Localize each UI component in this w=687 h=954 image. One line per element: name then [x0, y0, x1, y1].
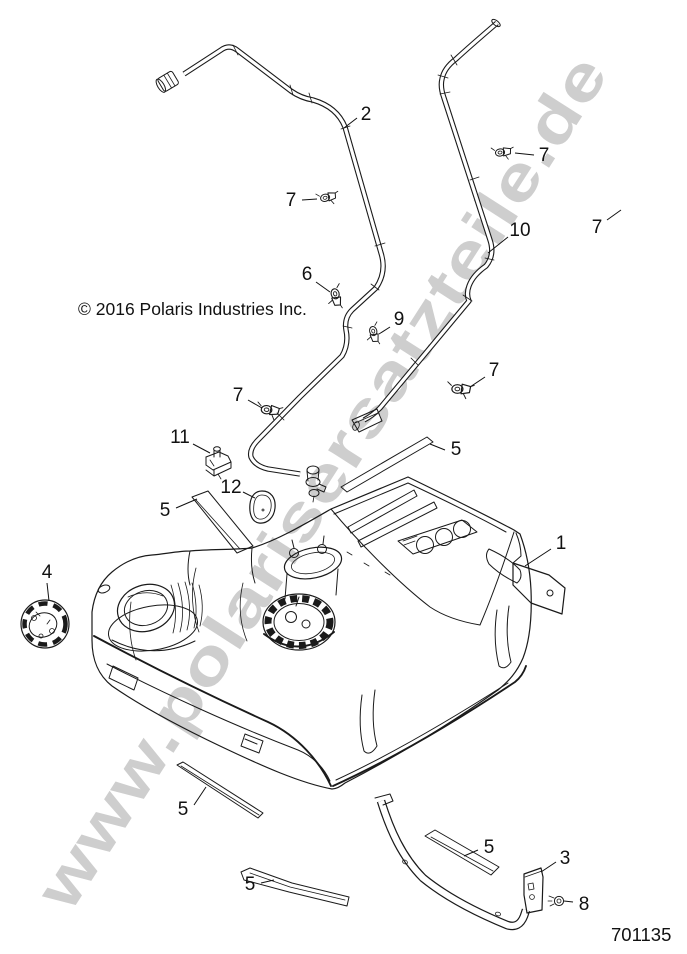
callout-2-leader [343, 117, 358, 129]
hose-clip-6 [323, 283, 347, 312]
fuel-supply-hose [155, 44, 386, 503]
callout-8-leader [563, 900, 574, 903]
fuel-tank-body [91, 476, 566, 790]
vent-hose [351, 18, 501, 433]
callout-7a-label: 7 [286, 190, 297, 211]
callout-5d: 5 [245, 874, 275, 895]
callout-5c: 5 [178, 786, 207, 820]
callout-5c-leader [193, 786, 207, 806]
callout-9-label: 9 [394, 309, 405, 330]
callout-5d-label: 5 [245, 874, 256, 895]
watermark-text: www.polarisersatzteile.de [22, 42, 622, 922]
strap-bolt [547, 895, 565, 907]
callout-7d-leader [469, 376, 486, 388]
seal-oring [249, 490, 276, 524]
callout-10-leader [487, 236, 509, 254]
mounting-bracket [205, 446, 232, 480]
hose-end-connector [155, 70, 179, 93]
callout-7c-leader [606, 209, 622, 221]
callout-5a-leader [429, 443, 446, 451]
callout-5a-label: 5 [451, 439, 462, 460]
callout-5b-leader [175, 498, 198, 509]
fuel-pump-flange [283, 535, 343, 600]
callout-7b-label: 7 [539, 145, 550, 166]
callout-11-leader [192, 443, 211, 454]
callout-11: 11 [170, 427, 211, 454]
callout-7e: 7 [233, 385, 263, 409]
foam-pad-5e [424, 829, 500, 876]
fuel-filler-neck [108, 581, 203, 652]
callout-7b-leader [514, 152, 535, 156]
tank-top-groove [357, 501, 438, 548]
callout-7d-label: 7 [489, 360, 500, 381]
tank-strap [374, 793, 544, 931]
callout-6-label: 6 [302, 264, 313, 285]
callout-7d: 7 [469, 360, 500, 388]
tank-warning-label [397, 519, 478, 555]
callout-7c-label: 7 [592, 217, 603, 238]
callout-4: 4 [42, 562, 53, 602]
callout-5b-label: 5 [160, 500, 171, 521]
callout-9: 9 [378, 309, 405, 335]
figure-part-number: 701135 [611, 924, 671, 945]
callout-8-label: 8 [579, 894, 590, 915]
copyright-text: © 2016 Polaris Industries Inc. [78, 299, 307, 319]
callout-5e-leader [463, 849, 479, 857]
callout-8: 8 [563, 894, 590, 915]
quick-connect-fitting [305, 465, 327, 503]
tank-top-groove [347, 489, 418, 534]
callout-1-label: 1 [556, 533, 567, 554]
callout-9-leader [378, 326, 391, 335]
callout-1-leader [524, 548, 552, 567]
callout-5e-label: 5 [484, 837, 495, 858]
callout-5e: 5 [463, 837, 495, 858]
callout-7a-leader [301, 198, 318, 201]
callouts-layer: 1 2 3 4 5 5 5 5 [42, 104, 622, 915]
callout-3: 3 [540, 848, 571, 873]
callout-7e-leader [247, 399, 263, 409]
callout-10-label: 10 [509, 220, 530, 241]
callout-3-label: 3 [560, 848, 571, 869]
callout-7a: 7 [286, 190, 318, 211]
vent-hose-spout [351, 408, 383, 433]
fuel-cap [20, 599, 70, 649]
callout-12-label: 12 [220, 477, 241, 498]
callout-4-label: 4 [42, 562, 53, 583]
callout-5b: 5 [160, 498, 198, 521]
foam-pad-5b [191, 490, 254, 554]
foam-pad-5d [240, 867, 350, 907]
callout-7b: 7 [514, 145, 550, 166]
hose-clip-7d [447, 381, 475, 400]
callout-6: 6 [302, 264, 331, 293]
hose-clip-7a [315, 187, 342, 209]
callout-2: 2 [343, 104, 372, 129]
callout-5a: 5 [429, 439, 462, 460]
callout-5c-label: 5 [178, 799, 189, 820]
tank-mount-flange [512, 562, 566, 615]
callout-12-leader [242, 491, 256, 499]
callout-11-label: 11 [170, 427, 190, 448]
callout-1: 1 [524, 533, 567, 567]
callout-6-leader [315, 281, 331, 293]
foam-pad-5c [176, 761, 264, 819]
vent-hose-top-end [491, 18, 501, 28]
callout-7c: 7 [592, 209, 622, 238]
foam-pad-5a [340, 436, 434, 493]
fuel-pump-lock-ring [262, 593, 336, 651]
callout-10: 10 [487, 220, 531, 254]
callout-5d-leader [260, 879, 275, 884]
callout-2-label: 2 [361, 104, 372, 125]
callout-3-leader [540, 861, 557, 873]
callout-7e-label: 7 [233, 385, 244, 406]
callout-4-leader [46, 582, 50, 602]
strap-end-plate [523, 867, 544, 914]
callout-12: 12 [220, 477, 256, 499]
